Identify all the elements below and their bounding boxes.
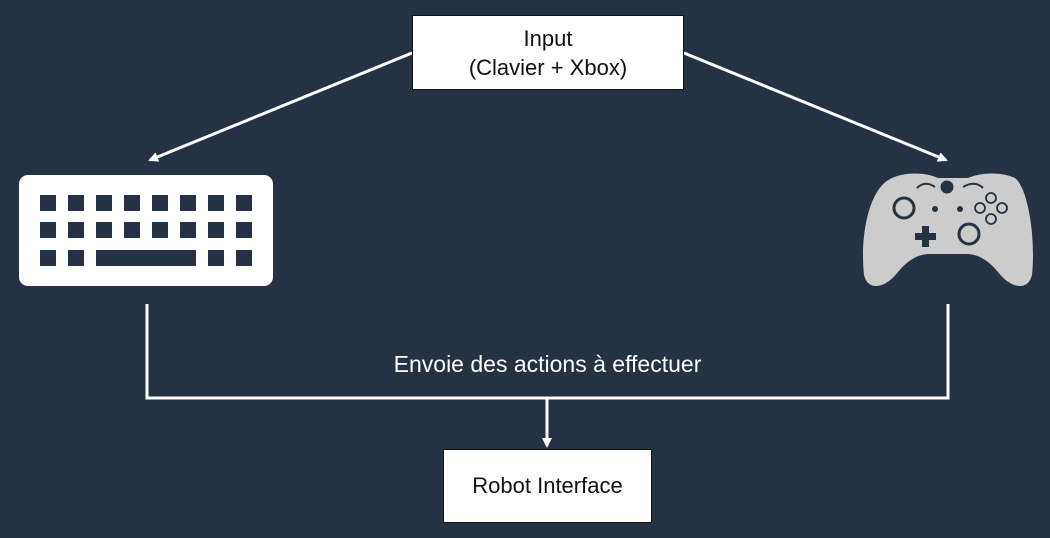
xbox-controller-icon (863, 173, 1034, 287)
keyboard-key (40, 195, 56, 211)
input-node-title: Input (523, 25, 573, 51)
keyboard-key (236, 250, 252, 266)
input-node-subtitle: (Clavier + Xbox) (468, 54, 628, 80)
keyboard-key (96, 250, 196, 266)
keyboard-key (96, 195, 112, 211)
arrow-input-to-controller (683, 51, 948, 162)
keyboard-key (68, 222, 84, 238)
keyboard-key (40, 250, 56, 266)
edge-label: Envoie des actions à effectuer (393, 351, 702, 377)
keyboard-key (208, 195, 224, 211)
keyboard-key (236, 195, 252, 211)
keyboard-key (152, 222, 168, 238)
keyboard-icon (19, 175, 273, 286)
keyboard-key (152, 195, 168, 211)
keyboard-key (208, 250, 224, 266)
keyboard-key (96, 222, 112, 238)
robot-interface-node: Robot Interface (443, 449, 652, 523)
input-node: Input (Clavier + Xbox) (412, 15, 684, 90)
keyboard-key (236, 222, 252, 238)
keyboard-key (208, 222, 224, 238)
robot-interface-label: Robot Interface (472, 473, 623, 498)
keyboard-key (124, 195, 140, 211)
keyboard-key (40, 222, 56, 238)
keyboard-key (124, 222, 140, 238)
keyboard-key (180, 195, 196, 211)
arrow-input-to-keyboard (148, 51, 413, 162)
keyboard-key (68, 195, 84, 211)
keyboard-key (68, 250, 84, 266)
keyboard-key (180, 222, 196, 238)
